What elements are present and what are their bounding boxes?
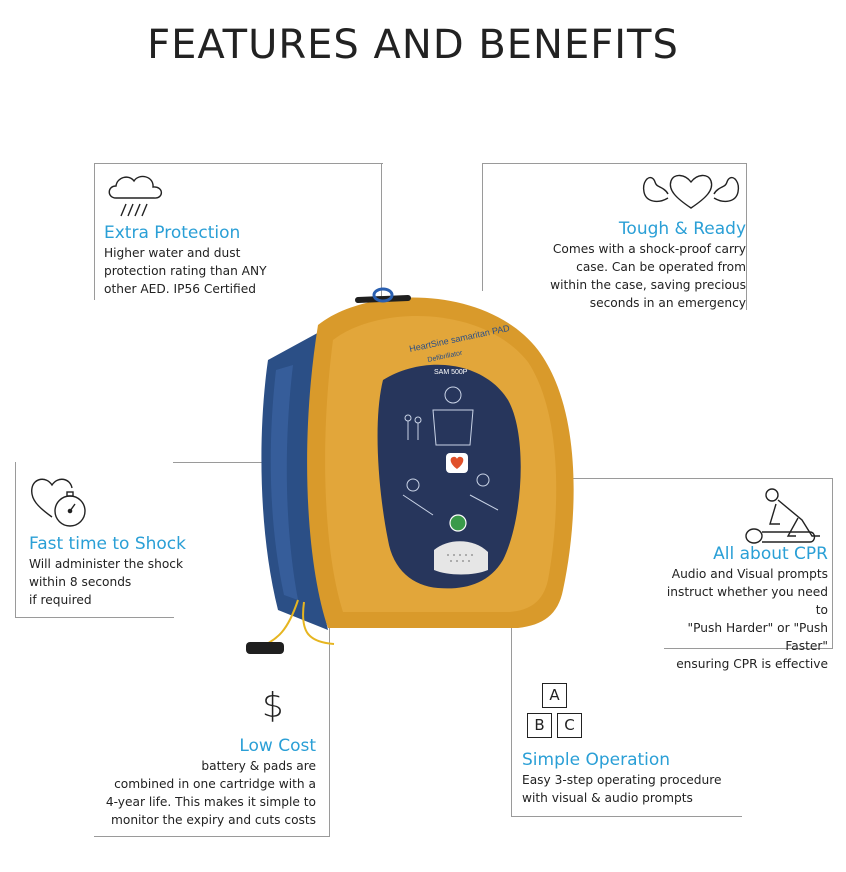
feature-line: with visual & audio prompts [522,791,693,805]
feature-all-about-cpr: All about CPR Audio and Visual prompts i… [664,478,833,671]
connector-cpr [512,478,832,479]
feature-title: Extra Protection [104,223,241,243]
feature-line: protection rating than ANY [104,264,267,278]
feature-title: Simple Operation [522,750,671,770]
feature-line: instruct whether you need to [666,585,828,617]
dollar-icon: $ [262,686,284,726]
feature-line: Easy 3-step operating procedure [522,773,722,787]
feature-line: if required [29,593,92,607]
feature-line: combined in one cartridge with a [114,777,316,791]
defibrillator-image: HeartSine samaritan PAD Defibrillator SA… [238,270,583,670]
feature-tough-ready: Tough & Ready Comes with a shock-proof c… [482,163,747,310]
feature-line: Audio and Visual prompts [671,567,828,581]
cpr-person-icon [740,486,826,546]
feature-line: monitor the expiry and cuts costs [110,813,316,827]
feature-line: ensuring CPR is effective [676,657,828,671]
feature-title: Low Cost [239,736,316,756]
strong-heart-icon [638,168,744,212]
feature-line: battery & pads are [201,759,316,773]
feature-title: All about CPR [713,544,828,564]
block-c: C [557,713,582,738]
feature-fast-shock: Fast time to Shock Will administer the s… [15,462,186,618]
feature-low-cost: $ Low Cost battery & pads are combined i… [94,592,330,837]
feature-line: 4-year life. This makes it simple to [105,795,316,809]
feature-line: within the case, saving precious [550,278,746,292]
connector-tough-ready [482,163,483,291]
feature-title: Tough & Ready [618,219,746,239]
feature-simple-operation: A B C Simple Operation Easy 3-step opera… [511,668,742,817]
connector-simple-operation [511,495,512,817]
feature-line: within 8 seconds [29,575,132,589]
block-a: A [542,683,567,708]
feature-line: Comes with a shock-proof carry [552,242,746,256]
feature-line: other AED. IP56 Certified [104,282,256,296]
device-model: SAM 500P [434,369,468,376]
feature-line: "Push Harder" or "Push Faster" [687,621,828,653]
connector-extra-protection [381,163,382,353]
feature-line: case. Can be operated from [576,260,746,274]
feature-title: Fast time to Shock [29,534,187,554]
feature-line: seconds in an emergency [589,296,746,310]
feature-line: Will administer the shock [29,557,184,571]
cloud-rain-icon [104,170,168,222]
feature-line: Higher water and dust [104,246,241,260]
block-b: B [527,713,552,738]
page-title: FEATURES AND BENEFITS [147,22,679,68]
feature-extra-protection: Extra Protection Higher water and dust p… [94,163,383,300]
abc-blocks-icon: A B C [527,683,587,743]
heart-stopwatch-icon [26,471,90,531]
